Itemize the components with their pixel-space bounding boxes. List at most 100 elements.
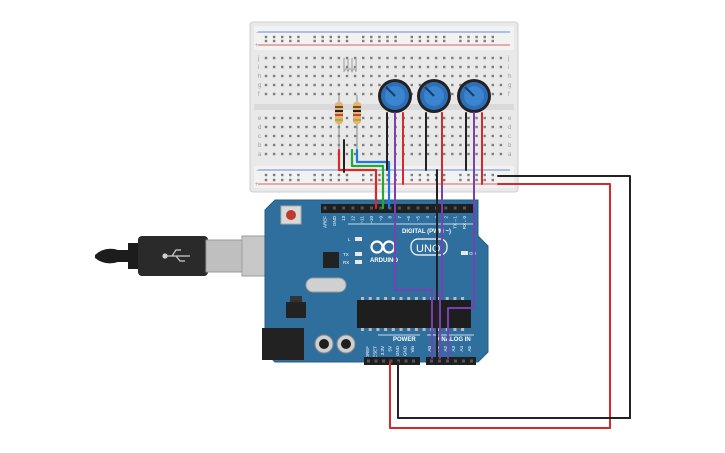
rail-plus-label-bottom: + [255, 182, 259, 188]
digital-pin-label: ~9 [378, 216, 383, 222]
analog-pin-hole[interactable] [470, 359, 473, 363]
uno-model: UNO [416, 243, 441, 255]
digital-pin-hole[interactable] [425, 206, 429, 210]
rail-plus-label: + [255, 43, 259, 49]
bb-row-label: a [258, 152, 262, 158]
bb-row-label: j [507, 56, 509, 62]
power-pin-hole[interactable] [412, 359, 415, 363]
bb-row-label: h [508, 74, 511, 80]
rgb-led[interactable] [343, 58, 357, 73]
bb-row-label: b [258, 143, 262, 149]
rail-minus-label-bottom: - [256, 168, 258, 174]
digital-pin-hole[interactable] [407, 206, 411, 210]
bb-row-label: c [258, 134, 261, 140]
digital-pin-hole[interactable] [360, 206, 364, 210]
digital-pin-label: 8 [388, 216, 393, 219]
power-pin-label: GND [395, 345, 400, 356]
wire-5v[interactable] [389, 183, 611, 429]
atmega-chip [357, 300, 471, 328]
digital-pin-label: 13 [341, 216, 346, 222]
bb-row-label: f [258, 92, 260, 98]
reset-button[interactable] [280, 205, 302, 225]
bb-row-label: e [258, 116, 262, 122]
digital-pin-label: RX←0 [462, 216, 467, 230]
potentiometer-2[interactable] [417, 79, 451, 113]
digital-pin-hole[interactable] [379, 206, 383, 210]
digital-pin-hole[interactable] [397, 206, 401, 210]
power-pin-hole[interactable] [389, 359, 393, 363]
analog-pin-label: A4 [459, 346, 464, 352]
power-pin-label: 3.3V [380, 346, 385, 355]
bb-row-label: g [508, 83, 511, 89]
power-pin-hole[interactable] [374, 359, 378, 363]
digital-pin-hole[interactable] [351, 206, 355, 210]
l-led-label: L [348, 237, 351, 242]
power-pin-hole[interactable] [404, 359, 408, 363]
power-jack[interactable] [262, 328, 304, 360]
wire-blue-led[interactable] [355, 148, 391, 210]
wire-pot1-signal[interactable] [394, 112, 433, 359]
digital-pin-hole[interactable] [370, 206, 373, 210]
wire-pot3-signal[interactable] [447, 112, 475, 359]
analog-pin-hole[interactable] [454, 359, 457, 363]
digital-pin-label: 2 [443, 216, 448, 219]
analog-pin-hole[interactable] [430, 359, 433, 363]
digital-pin-label: 12 [350, 216, 355, 222]
digital-pin-hole[interactable] [453, 206, 457, 210]
digital-pin-label: ~6 [406, 216, 411, 222]
rail-minus-label: - [256, 30, 258, 36]
power-pin-hole[interactable] [382, 359, 385, 363]
power-pin-label: IOREF [365, 346, 370, 360]
wire-green-led[interactable] [350, 148, 385, 210]
wire-pot2-signal[interactable] [439, 112, 443, 359]
potentiometer-3[interactable] [457, 79, 491, 113]
bb-row-label: a [508, 152, 512, 158]
analog-pin-hole[interactable] [446, 359, 449, 363]
resistor-2[interactable] [353, 95, 361, 150]
wire-red-led[interactable] [337, 148, 378, 210]
digital-pin-hole[interactable] [444, 206, 448, 210]
resistor-1[interactable] [335, 95, 343, 150]
analog-pin-label: A3 [451, 346, 456, 352]
bb-row-label: b [508, 143, 512, 149]
digital-pin-label: AREF [323, 216, 328, 228]
power-pin-hole[interactable] [367, 359, 370, 363]
analog-header-label: ANALOG IN [437, 337, 471, 343]
digital-pin-hole[interactable] [416, 206, 420, 210]
power-pin-label: RESET [373, 346, 378, 361]
digital-pin-label: 7 [397, 216, 402, 219]
wire-gnd[interactable] [397, 175, 631, 419]
bb-row-label: i [258, 65, 259, 71]
potentiometer-1[interactable] [378, 79, 412, 113]
tx-led-label: TX [343, 252, 349, 257]
wires [337, 112, 631, 429]
digital-pin-hole[interactable] [332, 206, 336, 210]
power-pin-label: Vin [410, 346, 415, 353]
digital-pin-label: ~5 [416, 216, 421, 222]
analog-pin-label: A2 [443, 346, 448, 352]
analog-pin-label: A5 [467, 346, 472, 352]
bb-row-label: d [508, 125, 511, 131]
analog-pin-label: A0 [427, 346, 432, 352]
power-pin-hole[interactable] [397, 359, 400, 363]
digital-pin-hole[interactable] [323, 206, 327, 210]
analog-pin-hole[interactable] [438, 359, 441, 363]
digital-pin-hole[interactable] [463, 206, 466, 210]
bb-row-label: h [258, 74, 261, 80]
analog-header-strip [426, 357, 476, 365]
bb-row-label: f [508, 92, 510, 98]
bb-row-label: i [508, 65, 509, 71]
digital-pin-label: ~11 [360, 216, 365, 224]
digital-pin-label: TX→1 [453, 216, 458, 229]
digital-header-label: DIGITAL (PWM ~) [402, 229, 451, 235]
digital-pin-hole[interactable] [342, 206, 346, 210]
arduino-brand: ARDUINO [370, 258, 398, 264]
analog-pin-hole[interactable] [462, 359, 465, 363]
digital-pin-label: ~10 [369, 216, 374, 224]
power-pin-label: 5V [388, 346, 393, 352]
usb-icon [162, 249, 190, 262]
